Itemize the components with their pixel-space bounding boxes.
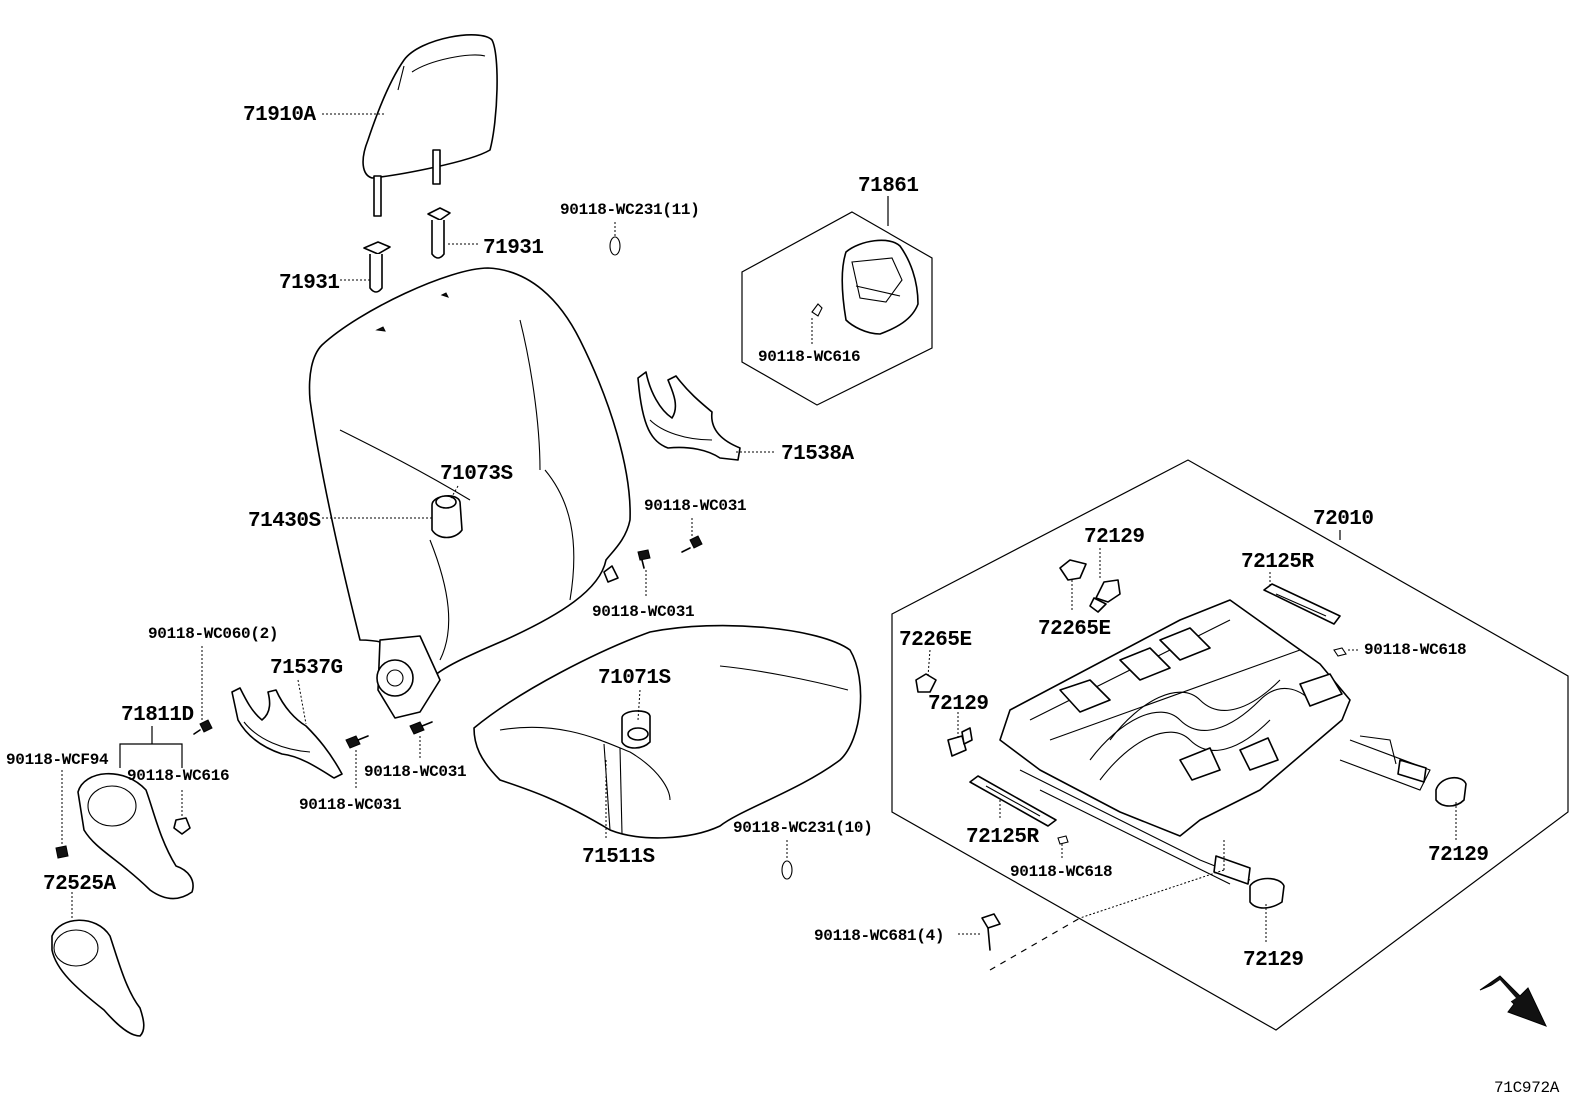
clip-72129-bottom (1249, 877, 1285, 909)
rail-cover-72125r-top (1263, 583, 1341, 625)
label-clip-wc231-10: 90118-WC231(10) (733, 819, 873, 837)
seat-adjuster (989, 599, 1431, 971)
pad-71073s (431, 495, 463, 539)
headrest-support-left (363, 241, 391, 293)
label-clip-wc231-11: 90118-WC231(11) (560, 201, 700, 219)
label-knob-72525a: 72525A (43, 873, 117, 896)
hook-72265e-left (915, 673, 937, 693)
label-bolt-wc681: 90118-WC681(4) (814, 927, 944, 945)
adjuster-72010-frame (891, 459, 1569, 1031)
label-cushion-71511s: 71511S (582, 846, 655, 869)
clip-72129-right (1435, 777, 1467, 807)
cover-71537g (231, 687, 343, 779)
label-bolt-wc031-c: 90118-WC031 (299, 796, 401, 814)
assembly-71861-frame (741, 196, 933, 406)
hook-72265e-mid (1059, 559, 1087, 581)
bolt-icons (55, 236, 1347, 951)
seat-back (308, 267, 631, 719)
label-pad-71073s: 71073S (440, 463, 513, 486)
knob-72525a (51, 919, 145, 1037)
label-hook-72265e-mid: 72265E (1038, 618, 1111, 641)
label-cover-72125r-top: 72125R (1241, 551, 1315, 574)
label-clip-72129-left: 72129 (928, 693, 989, 716)
shield-71811d (77, 772, 194, 900)
label-bolt-wc060: 90118-WC060(2) (148, 625, 278, 643)
label-clip-72129-bottom: 72129 (1243, 949, 1304, 972)
label-cover-72125r-bottom: 72125R (966, 826, 1040, 849)
part-labels: 71910A 71931 71931 90118-WC231(11) 71861… (6, 104, 1560, 1097)
label-clip-wc616-top: 90118-WC616 (758, 348, 860, 366)
label-clip-72129-top: 72129 (1084, 526, 1145, 549)
label-headrest-support-right: 71931 (483, 237, 544, 260)
headrest-support-right (427, 207, 451, 259)
headrest (362, 34, 498, 217)
label-bolt-wc031-b: 90118-WC031 (592, 603, 694, 621)
label-clip-wc618-right: 90118-WC618 (1364, 641, 1466, 659)
leader-lines (61, 113, 1457, 944)
label-shield-71811d: 71811D (121, 704, 194, 727)
label-clip-72129-right: 72129 (1428, 844, 1489, 867)
label-cover-71537g: 71537G (270, 657, 343, 680)
cover-71538a (637, 371, 741, 461)
label-bolt-wc031-d: 90118-WC031 (364, 763, 466, 781)
clip-72129-top (1089, 579, 1121, 613)
label-bolt-wc031-a: 90118-WC031 (644, 497, 746, 515)
label-headrest: 71910A (243, 104, 317, 127)
fwd-arrow-icon: FWD (1479, 975, 1547, 1027)
label-clip-wc618-bottom: 90118-WC618 (1010, 863, 1112, 881)
diagram-code: 71C972A (1494, 1079, 1560, 1097)
label-cushion-71071s: 71071S (598, 667, 671, 690)
label-screw-wcf94: 90118-WCF94 (6, 751, 109, 769)
label-adjuster-72010: 72010 (1313, 508, 1374, 531)
rail-cover-72125r-bottom (969, 775, 1057, 827)
label-cover-71538a: 71538A (781, 443, 855, 466)
label-headrest-support-left: 71931 (279, 272, 340, 295)
label-back-71430s: 71430S (248, 510, 321, 533)
label-hook-72265e-left: 72265E (899, 629, 972, 652)
label-assembly-71861: 71861 (858, 175, 919, 198)
label-clip-wc616-bottom: 90118-WC616 (127, 767, 229, 785)
seat-cushion (473, 624, 862, 839)
clip-72129-left (947, 727, 973, 757)
